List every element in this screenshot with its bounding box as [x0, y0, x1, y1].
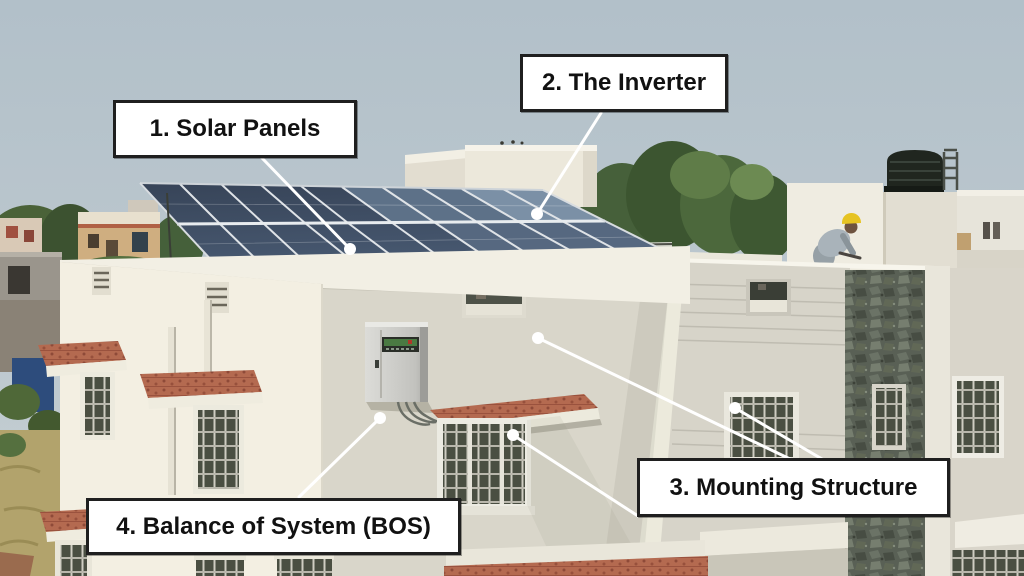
- callout-mounting-structure-label: 3. Mounting Structure: [669, 473, 918, 501]
- conduits: [396, 401, 441, 426]
- water-tank: [884, 150, 944, 192]
- window-stone-column: [872, 384, 906, 450]
- awning-3: [40, 509, 99, 576]
- awning-1: [38, 341, 127, 377]
- stair-tower: [787, 183, 883, 273]
- antenna-pole: [166, 192, 172, 263]
- callout-balance-of-system-label: 4. Balance of System (BOS): [116, 512, 431, 540]
- leader-dots: [344, 208, 741, 441]
- window-1: [80, 372, 115, 440]
- solar-panel-array: [139, 182, 668, 266]
- worker: [813, 212, 862, 269]
- callout-solar-panels-label: 1. Solar Panels: [149, 115, 321, 142]
- vents-left-face: [92, 267, 229, 313]
- callout-inverter: 2. The Inverter: [520, 54, 728, 112]
- callout-inverter-label: 2. The Inverter: [541, 69, 707, 96]
- main-building: [38, 246, 1024, 576]
- vent-right-face: [746, 279, 791, 316]
- callout-mounting-structure: 3. Mounting Structure: [637, 458, 950, 517]
- inverter-bos-cabinet: [365, 322, 441, 426]
- window-far-right: [952, 376, 1004, 458]
- trees-center: [580, 141, 798, 267]
- leader-lines: [260, 111, 824, 518]
- tank-ladder: [942, 148, 959, 190]
- callout-balance-of-system: 4. Balance of System (BOS): [86, 498, 461, 555]
- awning-2: [140, 370, 263, 409]
- window-2: [193, 405, 244, 494]
- callout-solar-panels: 1. Solar Panels: [113, 100, 357, 158]
